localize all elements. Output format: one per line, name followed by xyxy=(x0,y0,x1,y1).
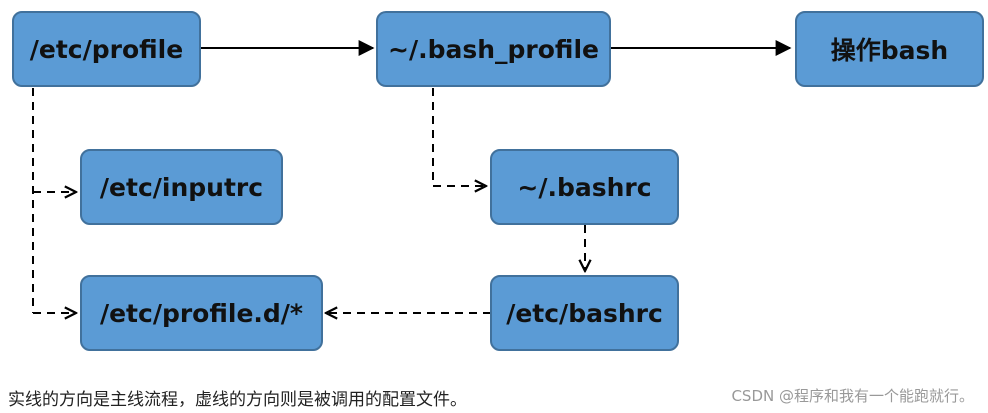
node-etc-bashrc: /etc/bashrc xyxy=(490,275,679,351)
caption-text: 实线的方向是主线流程，虚线的方向则是被调用的配置文件。 xyxy=(8,390,467,410)
node-etc-profile-d: /etc/profile.d/* xyxy=(80,275,323,351)
node-operate-bash: 操作bash xyxy=(795,11,984,87)
node-bash-profile: ~/.bash_profile xyxy=(376,11,611,87)
watermark-text: CSDN @程序和我有一个能跑就行。 xyxy=(731,387,974,405)
node-bashrc: ~/.bashrc xyxy=(490,149,679,225)
node-etc-inputrc: /etc/inputrc xyxy=(80,149,283,225)
node-etc-profile: /etc/profile xyxy=(12,11,201,87)
edge-bash-profile-to-bashrc xyxy=(432,88,486,186)
